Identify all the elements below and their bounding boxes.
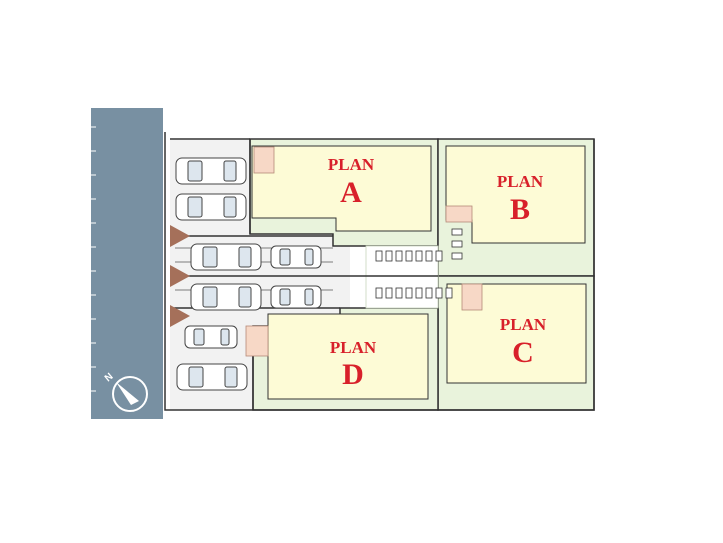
entry-triangles	[170, 225, 190, 327]
road-ticks	[91, 126, 96, 392]
fence-markers	[375, 228, 463, 299]
car-7	[184, 325, 238, 349]
road	[91, 108, 163, 419]
porches	[245, 146, 483, 357]
car-6	[270, 285, 322, 309]
car-2	[175, 193, 247, 221]
plan-a-letter: A	[340, 176, 362, 209]
car-5	[190, 283, 262, 311]
plan-b-letter: B	[510, 193, 530, 226]
car-4	[270, 245, 322, 269]
plan-b-word: PLAN	[497, 172, 544, 191]
plan-d-letter: D	[342, 358, 364, 391]
car-3	[190, 243, 262, 271]
building-d	[267, 313, 429, 400]
building-a	[251, 145, 432, 232]
car-1	[175, 157, 247, 185]
plan-a-word: PLAN	[328, 155, 375, 174]
cars	[175, 157, 322, 391]
car-8	[176, 363, 248, 391]
plan-c-letter: C	[512, 336, 534, 369]
plan-d-word: PLAN	[330, 338, 377, 357]
plan-c-word: PLAN	[500, 315, 547, 334]
